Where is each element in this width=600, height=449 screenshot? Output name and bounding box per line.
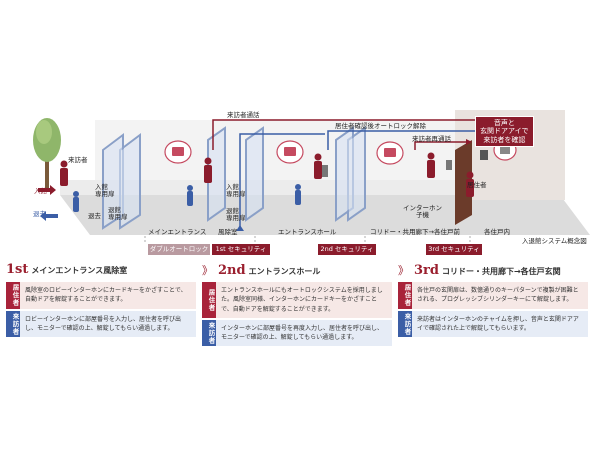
- exit-label: 退去: [88, 212, 101, 220]
- diagram-title: 入退館システム概念図: [522, 237, 587, 245]
- visitor-tag: 来訪者: [6, 310, 20, 338]
- visitor-tag: 来訪者: [398, 310, 412, 338]
- tree-crown-highlight: [36, 120, 52, 144]
- exit-only-door-label: 退館 専用扉: [108, 206, 128, 222]
- panel-2nd-visitor-row: 来訪者 インターホンに部屋番号を再度入力し、居住者を呼び出し、モニターで確認の上…: [202, 319, 392, 347]
- panel-3rd-head: 》 3rd コリドー・共用廊下→各住戸玄関: [398, 262, 588, 280]
- panel-2nd-resident-text: エントランスホールにもオートロックシステムを採用しました。風除室同様、インターホ…: [216, 282, 392, 318]
- panel-1st-title: メインエントランス風除室: [31, 266, 128, 275]
- visitor-label-1: 来訪者: [68, 156, 88, 164]
- enter-only-door-label-2: 入館 専用扉: [226, 183, 246, 199]
- enter-only-door-label: 入館 専用扉: [95, 183, 115, 199]
- back-wall: [95, 120, 515, 180]
- panel-1st-head: 1st メインエントランス風除室: [6, 262, 196, 280]
- resident-label: 居住者: [467, 181, 487, 189]
- panel-2nd-visitor-text: インターホンに部屋番号を再度入力し、居住者を呼び出し、モニターで確認の上、解錠し…: [216, 319, 392, 347]
- resident-unlock-label: 居住者確認後オートロック解除: [335, 122, 426, 130]
- panel-3rd-title: コリドー・共用廊下→各住戸玄関: [441, 267, 561, 276]
- enter-arrow: [38, 185, 56, 195]
- zone-entrance-hall: エントランスホール: [278, 228, 337, 236]
- resident-tag: 居住者: [6, 282, 20, 309]
- panel-3rd: 》 3rd コリドー・共用廊下→各住戸玄関 居住者 各住戸の玄関扉は、数億通りの…: [398, 262, 588, 338]
- panel-2nd-head: 》 2nd エントランスホール: [202, 262, 392, 280]
- panel-3rd-visitor-row: 来訪者 来訪者はインターホンのチャイムを押し、音声と玄関ドアアイで確認された上で…: [398, 310, 588, 338]
- panel-3rd-resident-text: 各住戸の玄関扉は、数億通りのキーパターンで複製が困難とされる、プログレッシブシリ…: [412, 282, 588, 309]
- security-bar-2nd: 2nd セキュリティ: [318, 244, 376, 255]
- zone-main-entrance: メインエントランス: [148, 228, 207, 236]
- panel-3rd-resident-row: 居住者 各住戸の玄関扉は、数億通りのキーパターンで複製が困難とされる、プログレッ…: [398, 282, 588, 309]
- exit-arrow: [40, 211, 58, 221]
- resident-tag: 居住者: [202, 282, 216, 318]
- panel-3rd-visitor-text: 来訪者はインターホンのチャイムを押し、音声と玄関ドアアイで確認された上で解錠して…: [412, 310, 588, 338]
- panel-1st-resident-row: 居住者 風除室のロビーインターホンにカードキーをかざすことで、自動ドアを解錠する…: [6, 282, 196, 309]
- door-intercom: [446, 160, 452, 170]
- exit-arrow-label: 退去: [33, 210, 46, 218]
- panel-3rd-num: 3rd: [414, 263, 439, 278]
- security-bar-1st: 1st セキュリティ: [212, 244, 270, 255]
- panel-2nd: 》 2nd エントランスホール 居住者 エントランスホールにもオートロックシステ…: [202, 262, 392, 347]
- zone-dividers: [144, 236, 471, 244]
- panel-1st-resident-text: 風除室のロビーインターホンにカードキーをかざすことで、自動ドアを解錠することがで…: [20, 282, 196, 309]
- hall-intercom: [320, 165, 328, 177]
- panel-1st-num: 1st: [6, 262, 29, 277]
- resident-figures: [73, 184, 301, 212]
- enter-label: 入館: [34, 187, 47, 195]
- panel-2nd-title: エントランスホール: [248, 267, 321, 276]
- visitor-figures: [60, 152, 474, 197]
- entrance-illustration: [33, 110, 590, 244]
- zone-windbreak: 風除室: [218, 228, 238, 236]
- door-glass: [104, 130, 364, 226]
- residence-door: [455, 140, 472, 225]
- chevron-right-icon: 》: [202, 264, 213, 277]
- tree-trunk: [45, 155, 49, 190]
- resident-tag: 居住者: [398, 282, 412, 309]
- room-monitor: [480, 150, 488, 160]
- panel-2nd-resident-row: 居住者 エントランスホールにもオートロックシステムを採用しました。風除室同様、イ…: [202, 282, 392, 318]
- visitor-call-label: 来訪者通話: [227, 111, 260, 119]
- chevron-right-icon: 》: [398, 264, 409, 277]
- panel-1st-visitor-text: ロビーインターホンに部屋番号を入力し、居住者を呼び出し、モニターで確認の上、解錠…: [20, 310, 196, 338]
- voice-video-callout: 音声と 玄関ドアアイで 来訪者を確認: [475, 116, 534, 148]
- exit-only-door-label-2: 退館 専用扉: [226, 207, 246, 223]
- panel-1st-visitor-row: 来訪者 ロビーインターホンに部屋番号を入力し、居住者を呼び出し、モニターで確認の…: [6, 310, 196, 338]
- intercom-label: インターホン 子機: [403, 204, 442, 220]
- zone-corridor: コリドー・共用廊下→各住戸前: [370, 228, 460, 236]
- security-bar-double: ダブルオートロック: [148, 244, 210, 255]
- floor-back: [60, 180, 560, 195]
- visitor-tag: 来訪者: [202, 319, 216, 347]
- panel-2nd-num: 2nd: [218, 263, 246, 278]
- visitor-recall-label: 来訪者再通話: [412, 135, 451, 143]
- zone-residence: 各住戸内: [484, 228, 510, 236]
- panel-1st: 1st メインエントランス風除室 居住者 風除室のロビーインターホンにカードキー…: [6, 262, 196, 338]
- security-bar-3rd: 3rd セキュリティ: [426, 244, 482, 255]
